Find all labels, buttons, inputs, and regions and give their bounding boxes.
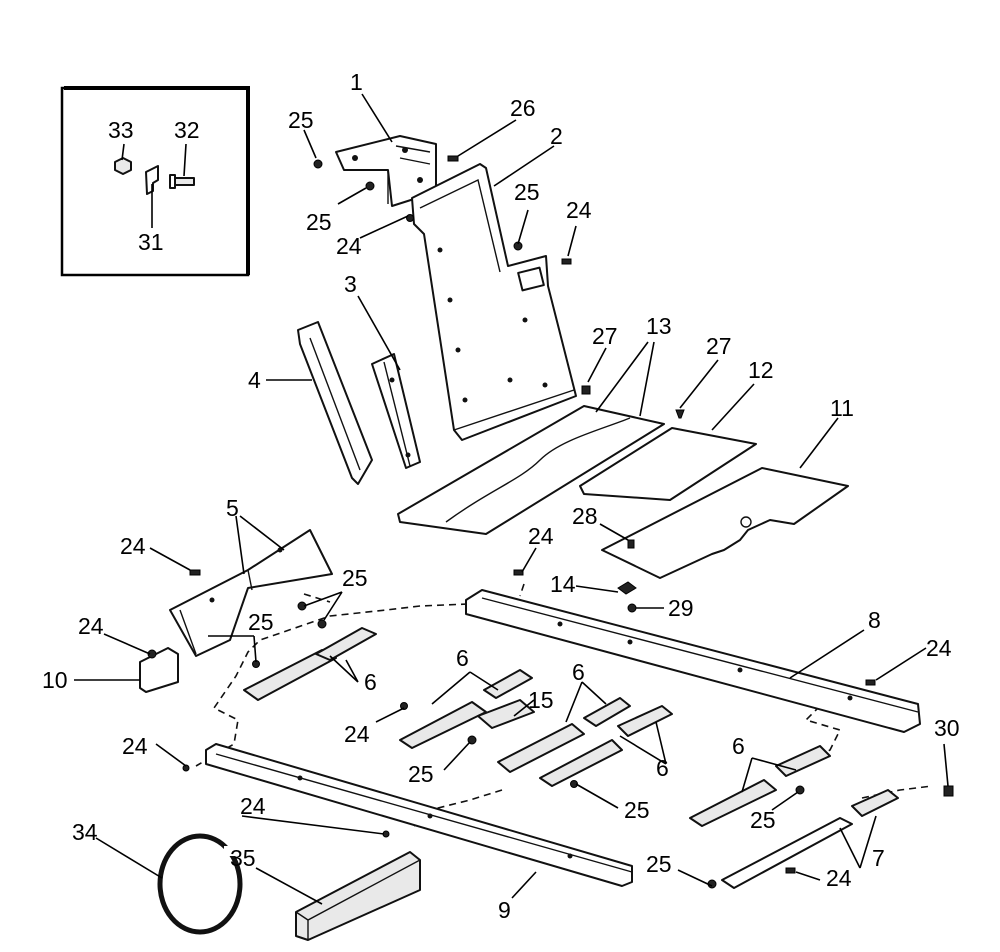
part-12-plate <box>579 427 757 501</box>
part-32-bolt <box>169 174 195 189</box>
callout-6: 6 <box>732 733 745 759</box>
callout-9: 9 <box>498 897 511 923</box>
part-34-ring <box>157 833 243 935</box>
callout-8: 8 <box>868 607 881 633</box>
callout-29: 29 <box>668 595 694 621</box>
part-10-end-cap <box>139 647 179 693</box>
part-13-floor-mat <box>397 405 665 535</box>
callout-26: 26 <box>510 95 536 121</box>
callout-24: 24 <box>826 865 852 891</box>
callout-12: 12 <box>748 357 774 383</box>
callout-25: 25 <box>306 209 332 235</box>
part-5-bracket <box>169 529 333 657</box>
callout-24: 24 <box>78 613 104 639</box>
part-6-spacer-group-c <box>497 697 673 787</box>
callout-32: 32 <box>174 117 200 143</box>
callout-25: 25 <box>408 761 434 787</box>
callout-24: 24 <box>926 635 952 661</box>
callout-4: 4 <box>248 367 261 393</box>
part-35-block <box>295 851 421 941</box>
callout-30: 30 <box>934 715 960 741</box>
callout-7: 7 <box>872 845 885 871</box>
callout-6: 6 <box>456 645 469 671</box>
callout-6: 6 <box>364 669 377 695</box>
callout-24: 24 <box>528 523 554 549</box>
callout-25: 25 <box>342 565 368 591</box>
callout-labels: 1 2 25 26 25 24 25 24 3 4 27 13 27 12 11… <box>42 69 960 923</box>
floor-outline-dashed <box>195 583 933 827</box>
leader-lines <box>74 93 949 905</box>
callout-34: 34 <box>72 819 98 845</box>
callout-33: 33 <box>108 117 134 143</box>
part-4-channel <box>297 321 373 485</box>
callout-25: 25 <box>646 851 672 877</box>
callout-24: 24 <box>122 733 148 759</box>
callout-15: 15 <box>528 687 554 713</box>
callout-24: 24 <box>336 233 362 259</box>
callout-5: 5 <box>226 495 239 521</box>
callout-1: 1 <box>350 69 363 95</box>
callout-14: 14 <box>550 571 576 597</box>
callout-13: 13 <box>646 313 672 339</box>
part-2-side-panel <box>411 163 577 441</box>
callout-11: 11 <box>830 395 854 421</box>
callout-35: 35 <box>230 845 256 871</box>
callout-28: 28 <box>572 503 598 529</box>
part-8-beam <box>465 589 921 733</box>
callout-24: 24 <box>240 793 266 819</box>
callout-25: 25 <box>288 107 314 133</box>
part-7-rail <box>721 789 899 889</box>
callout-10: 10 <box>42 667 68 693</box>
callout-3: 3 <box>344 271 357 297</box>
callout-6: 6 <box>572 659 585 685</box>
callout-24: 24 <box>120 533 146 559</box>
part-3-channel <box>371 353 421 469</box>
part-31-clip <box>145 165 159 195</box>
callout-2: 2 <box>550 123 563 149</box>
callout-25: 25 <box>514 179 540 205</box>
part-9-beam <box>205 743 633 887</box>
callout-25: 25 <box>750 807 776 833</box>
callout-27: 27 <box>706 333 732 359</box>
part-11-plate <box>601 467 849 579</box>
callout-25: 25 <box>248 609 274 635</box>
part-6-spacer-group-a <box>243 627 377 701</box>
part-15-block <box>477 699 535 729</box>
inset-detail-box <box>60 86 250 277</box>
part-33-nut <box>114 157 132 175</box>
callout-6: 6 <box>656 755 669 781</box>
callout-24: 24 <box>344 721 370 747</box>
callout-25: 25 <box>624 797 650 823</box>
callout-27: 27 <box>592 323 618 349</box>
callout-31: 31 <box>138 229 164 255</box>
callout-24: 24 <box>566 197 592 223</box>
